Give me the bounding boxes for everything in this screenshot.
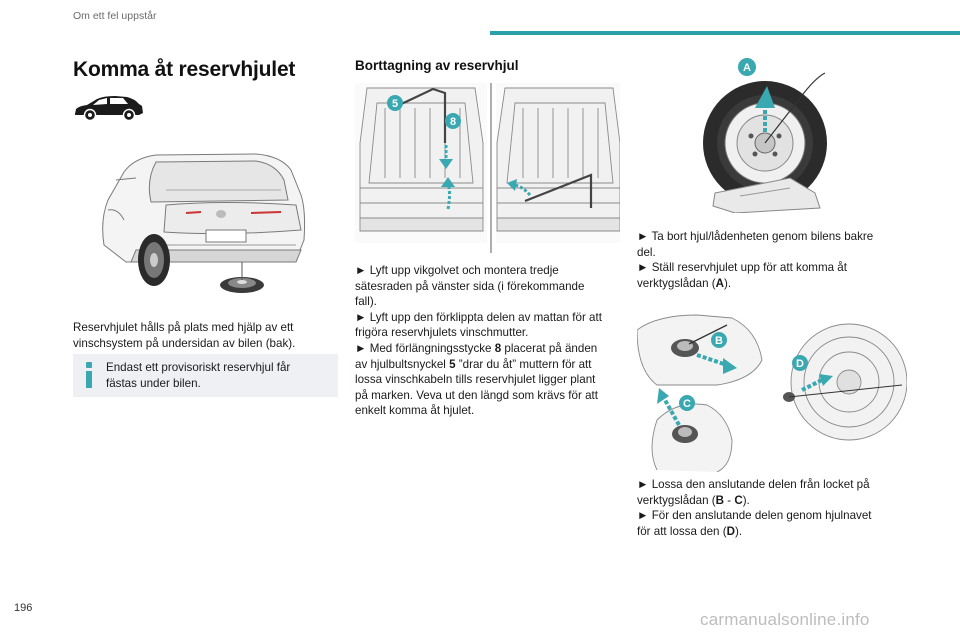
instruction-line: verktygslådan (A). bbox=[637, 276, 732, 290]
note-line: fästas under bilen. bbox=[106, 376, 201, 390]
body-line: Reservhjulet hålls på plats med hjälp av… bbox=[73, 321, 294, 334]
car-silhouette-icon bbox=[75, 96, 143, 122]
instruction-line: frigöra reservhjulets vinschmutter. bbox=[355, 326, 529, 340]
instruction-line: verktygslådan (B - C). bbox=[637, 493, 750, 507]
page-number: 196 bbox=[14, 602, 33, 614]
instruction-line: enkelt komma åt hjulet. bbox=[355, 404, 475, 418]
instruction-line: ► Lossa den anslutande delen från locket… bbox=[637, 478, 870, 491]
middle-body: ► Lyft upp vikgolvet och montera tredje s… bbox=[355, 263, 625, 419]
callout-a: A bbox=[743, 62, 751, 74]
instruction-line: lossa vinschkabeln tills reservhjulet li… bbox=[355, 373, 596, 387]
instruction-line: ► För den anslutande delen genom hjulnav… bbox=[637, 509, 872, 523]
section-title: Komma åt reservhjulet bbox=[73, 58, 296, 81]
right-body-2: ► Lossa den anslutande delen från locket… bbox=[637, 477, 907, 539]
instruction-line: ► Ställ reservhjulet upp för att komma å… bbox=[637, 261, 847, 275]
connector-illustration: B C D bbox=[637, 314, 907, 472]
callout-b: B bbox=[715, 335, 723, 347]
callout-d: D bbox=[796, 358, 804, 370]
instruction-line: fall). bbox=[355, 295, 377, 309]
middle-column: Borttagning av reservhjul bbox=[355, 58, 620, 73]
instruction-line: del. bbox=[637, 245, 656, 259]
instruction-line: ► Med förlängningsstycke 8 placerat på ä… bbox=[355, 341, 598, 355]
instruction-line: på marken. Veva ut den längd som krävs f… bbox=[355, 388, 598, 402]
body-line: vinschsystem på undersidan av bilen (bak… bbox=[73, 336, 296, 350]
subsection-title: Borttagning av reservhjul bbox=[355, 58, 519, 73]
instruction-line: ► Lyft upp vikgolvet och montera tredje bbox=[355, 264, 559, 277]
right-instructions-2: ► Lossa den anslutande delen från locket… bbox=[637, 477, 907, 539]
right-body-1: ► Ta bort hjul/lådenheten genom bilens b… bbox=[637, 229, 907, 291]
spare-wheel-illustration: A bbox=[703, 58, 827, 213]
info-note: Endast ett provisoriskt reservhjul får f… bbox=[73, 354, 338, 397]
running-header: Om ett fel uppstår bbox=[73, 10, 157, 22]
trunk-illustration: 5 8 bbox=[355, 83, 620, 253]
left-body: Reservhjulet hålls på plats med hjälp av… bbox=[73, 320, 338, 351]
callout-5: 5 bbox=[392, 98, 398, 110]
info-icon bbox=[86, 362, 92, 388]
instruction-line: sätesraden på vänster sida (i förekomman… bbox=[355, 279, 585, 293]
middle-instructions: ► Lyft upp vikgolvet och montera tredje s… bbox=[355, 263, 625, 419]
callout-8: 8 bbox=[450, 116, 456, 128]
car-rear-illustration bbox=[102, 153, 306, 293]
note-line: Endast ett provisoriskt reservhjul får bbox=[106, 361, 291, 374]
instruction-line: för att lossa den (D). bbox=[637, 524, 743, 538]
instruction-line: ► Ta bort hjul/lådenheten genom bilens b… bbox=[637, 230, 874, 243]
right-instructions-1: ► Ta bort hjul/lådenheten genom bilens b… bbox=[637, 229, 907, 291]
left-column: Komma åt reservhjulet bbox=[73, 58, 338, 82]
header-accent-bar bbox=[490, 31, 960, 35]
watermark: carmanualsonline.info bbox=[700, 610, 870, 629]
instruction-line: av hjulbultsnyckel 5 ”drar du åt” mutter… bbox=[355, 357, 592, 371]
callout-c: C bbox=[683, 398, 691, 410]
instruction-line: ► Lyft upp den förklippta delen av matta… bbox=[355, 310, 602, 324]
